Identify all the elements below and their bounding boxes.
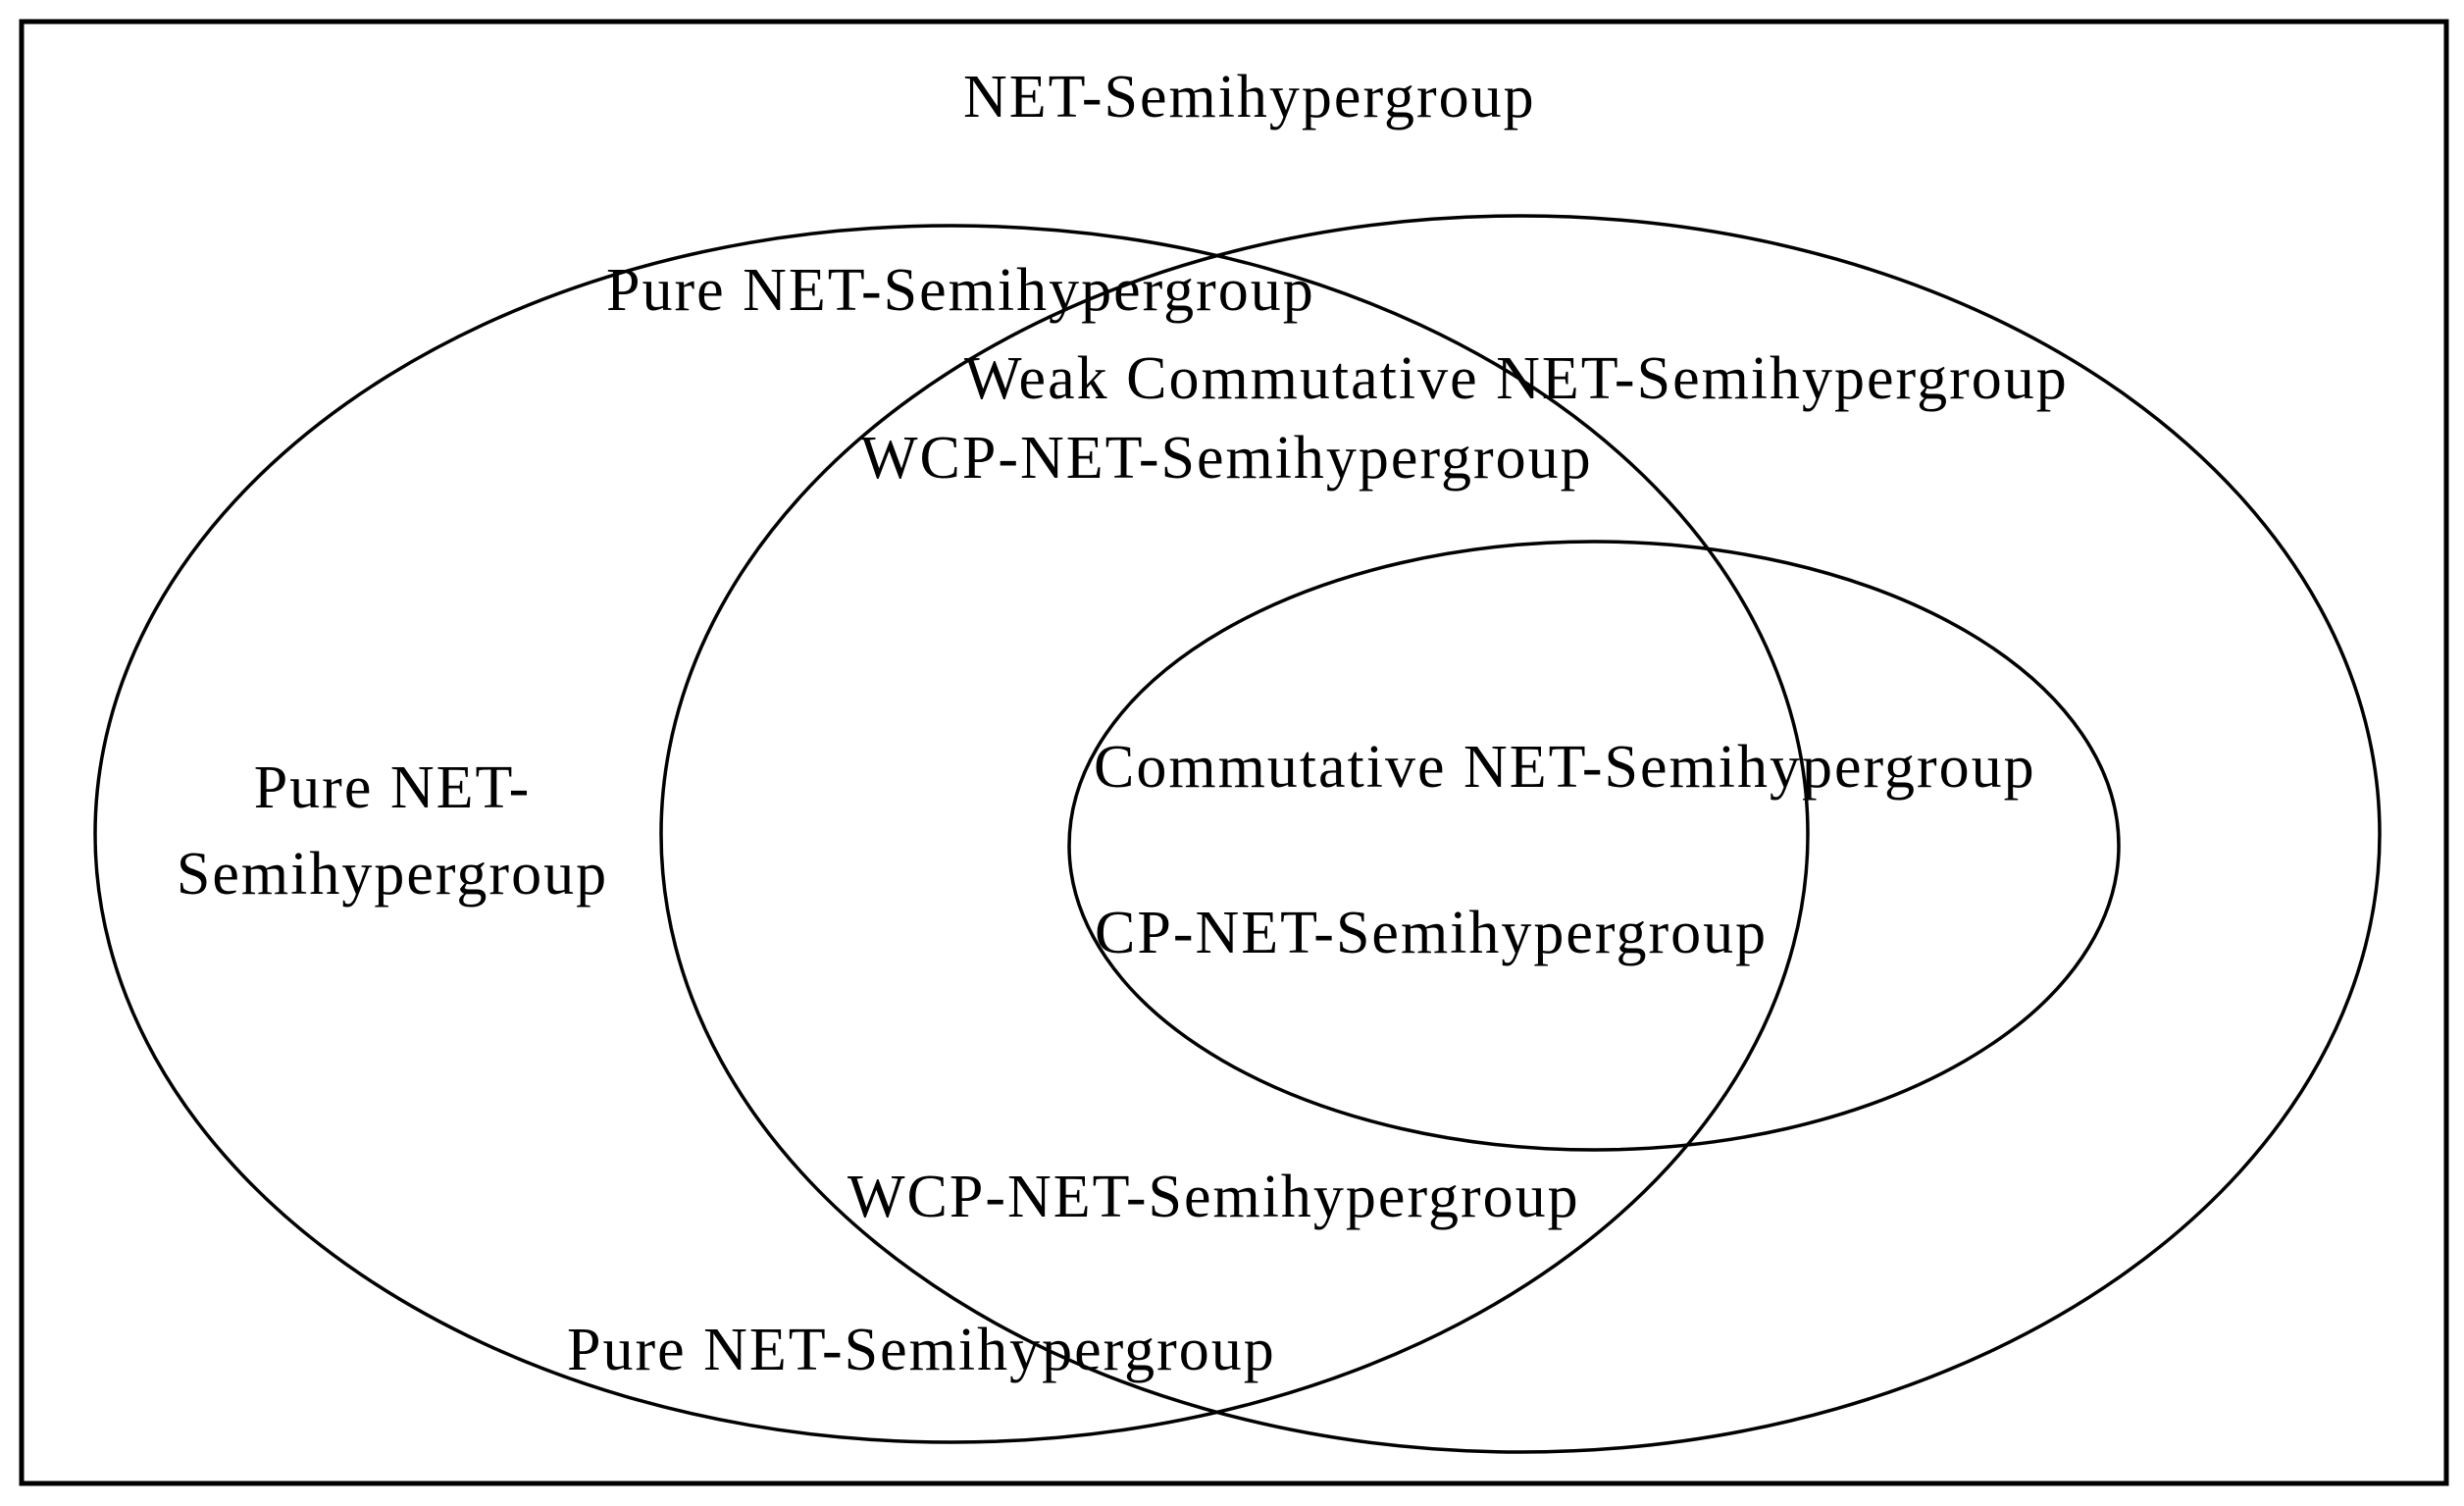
- diagram-title: NET-Semihypergroup: [963, 64, 1536, 130]
- region-label-pure-left: Pure NET- Semihypergroup: [128, 745, 657, 917]
- region-label-wcp-lower: WCP-NET-Semihypergroup: [847, 1164, 1580, 1230]
- region-label-weak-commutative: Weak Commutative NET-Semihypergroup: [964, 345, 2069, 412]
- region-label-pure-left-line2: Semihypergroup: [176, 841, 609, 908]
- left-ellipse-pure: [93, 224, 1810, 1444]
- inner-ellipse-commutative: [1067, 540, 2121, 1152]
- region-label-pure-left-line1: Pure NET-: [253, 754, 532, 821]
- region-label-commutative: Commutative NET-Semihypergroup: [1094, 734, 2036, 801]
- outer-boundary-rect: [19, 19, 2449, 1486]
- region-label-pure-top: Pure NET-Semihypergroup: [606, 257, 1315, 324]
- region-label-pure-bottom: Pure NET-Semihypergroup: [567, 1317, 1276, 1383]
- right-ellipse-weak-commutative: [659, 214, 2382, 1454]
- region-label-wcp-upper: WCP-NET-Semihypergroup: [860, 425, 1593, 492]
- region-label-cp: CP-NET-Semihypergroup: [1095, 900, 1769, 966]
